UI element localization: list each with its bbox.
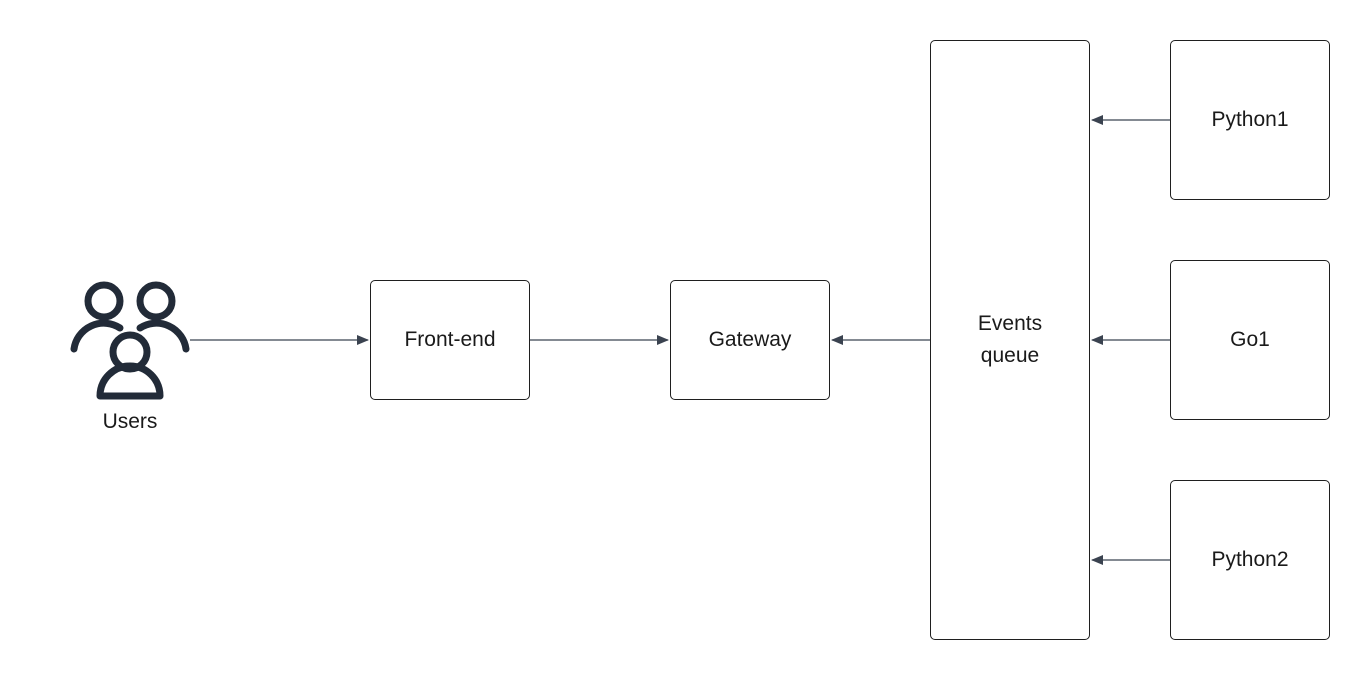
- frontend-label: Front-end: [404, 328, 496, 351]
- gateway-node[interactable]: Gateway: [670, 280, 830, 400]
- python1-node[interactable]: Python1: [1170, 40, 1330, 200]
- python2-label: Python2: [1211, 548, 1289, 571]
- python2-node[interactable]: Python2: [1170, 480, 1330, 640]
- users-group-icon: [70, 281, 190, 400]
- python1-label: Python1: [1211, 108, 1289, 131]
- users-label: Users: [102, 410, 158, 433]
- go1-node[interactable]: Go1: [1170, 260, 1330, 420]
- go1-label: Go1: [1230, 328, 1270, 351]
- frontend-node[interactable]: Front-end: [370, 280, 530, 400]
- gateway-label: Gateway: [708, 328, 792, 351]
- events-queue-label: Events queue: [977, 312, 1043, 367]
- events-queue-node[interactable]: Events queue: [930, 40, 1090, 640]
